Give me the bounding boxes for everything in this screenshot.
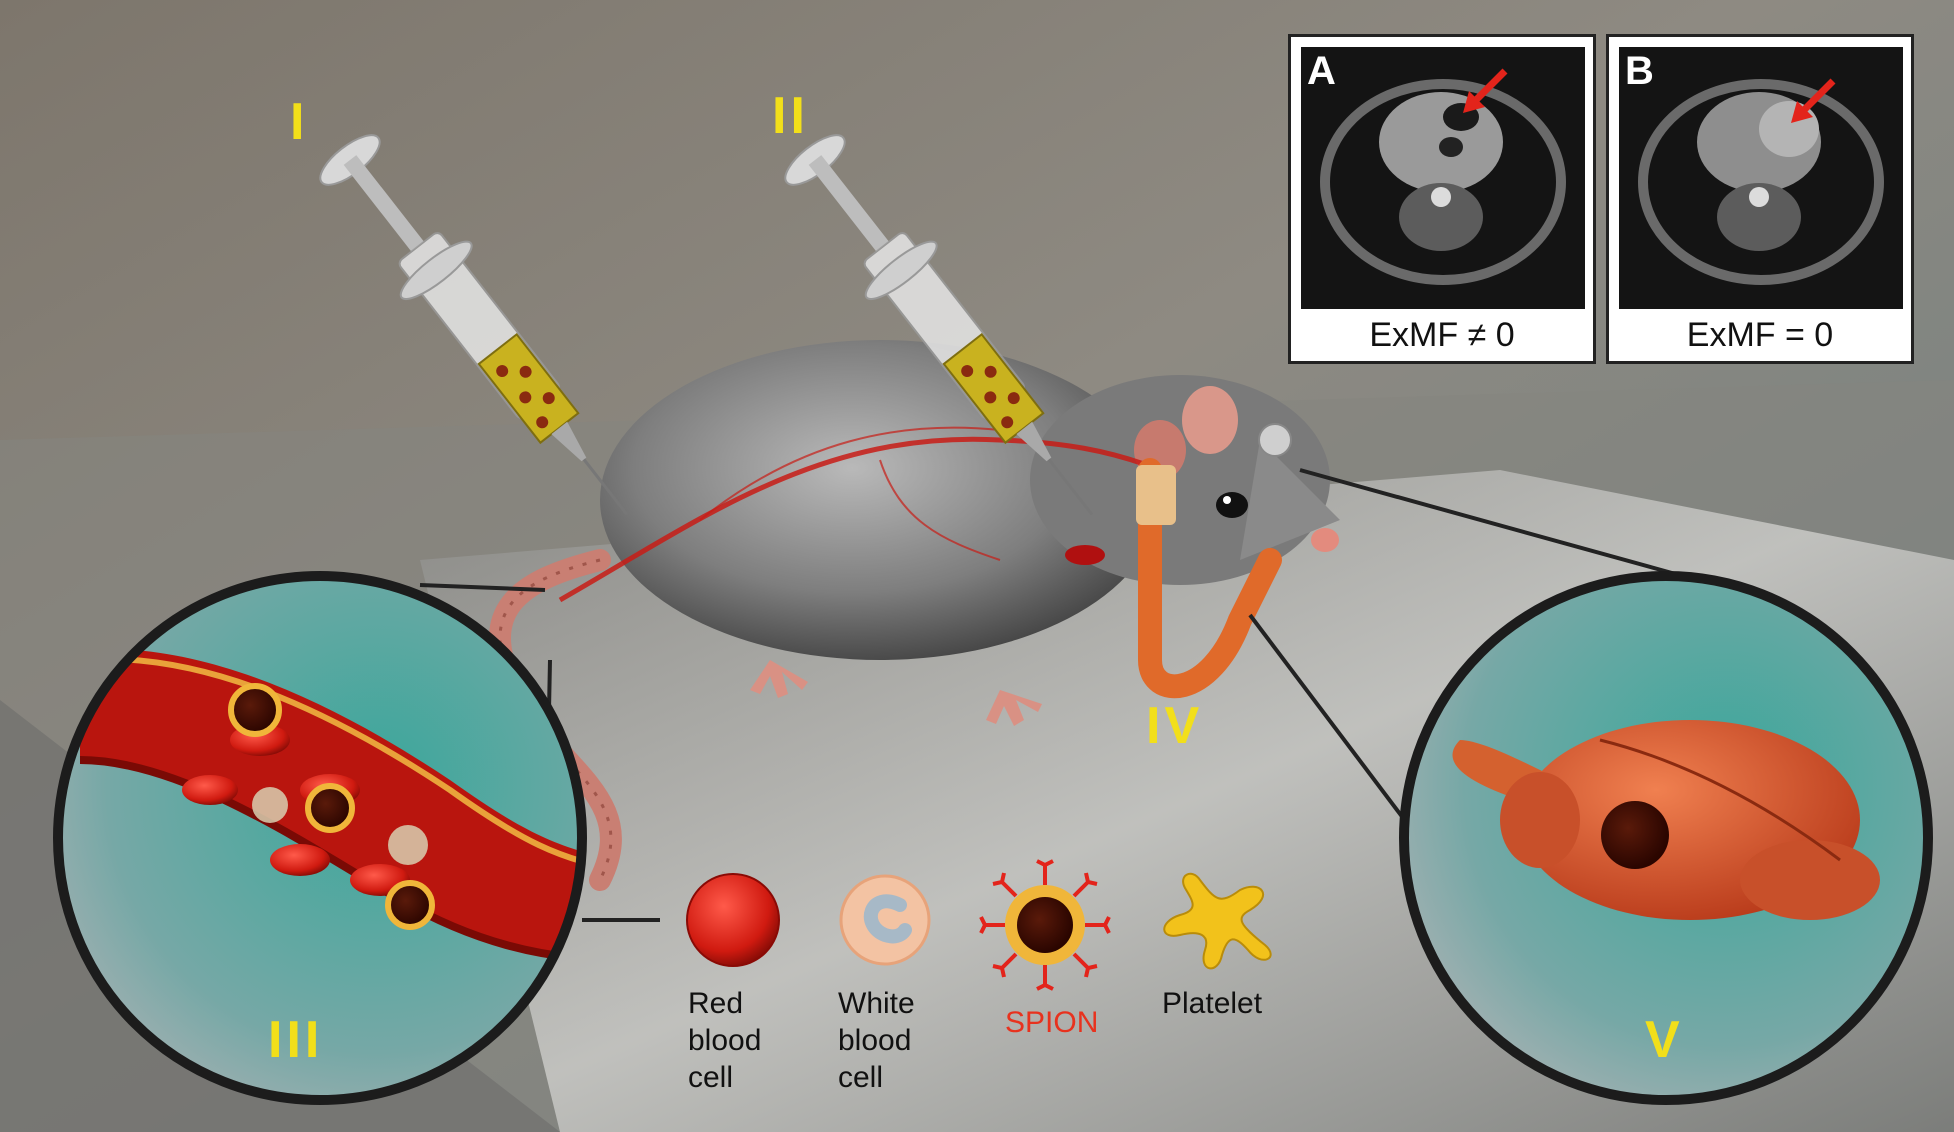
label-step-2: II — [772, 87, 809, 145]
legend-platelet: Platelet — [1162, 987, 1263, 1020]
brain-zoom — [1404, 576, 1928, 1100]
spion-icon — [979, 859, 1111, 991]
mri-image-b — [1619, 47, 1903, 309]
blood-vessel-zoom — [58, 576, 582, 1100]
rbc-icon — [686, 873, 780, 967]
label-step-3: III — [268, 1011, 324, 1069]
syringe-1 — [319, 134, 629, 516]
mri-panel-a: A ExMF ≠ 0 — [1288, 34, 1596, 364]
label-step-4: IV — [1146, 697, 1204, 755]
legend-spion: SPION — [1005, 1006, 1099, 1039]
label-step-5: V — [1645, 1011, 1684, 1069]
label-step-1: I — [290, 93, 309, 151]
syringe-2 — [784, 134, 1094, 516]
mri-image-a — [1301, 47, 1585, 309]
mri-panel-b: B ExMF = 0 — [1606, 34, 1914, 364]
panel-b-caption: ExMF = 0 — [1686, 316, 1834, 354]
legend-icons — [686, 859, 1272, 991]
wbc-icon — [839, 874, 931, 966]
arrow-icon — [1791, 78, 1836, 123]
panel-b-letter: B — [1625, 49, 1654, 93]
arrow-icon — [1463, 68, 1508, 113]
panel-a-caption: ExMF ≠ 0 — [1369, 316, 1515, 354]
platelet-icon — [1163, 872, 1272, 970]
panel-a-letter: A — [1307, 49, 1336, 93]
